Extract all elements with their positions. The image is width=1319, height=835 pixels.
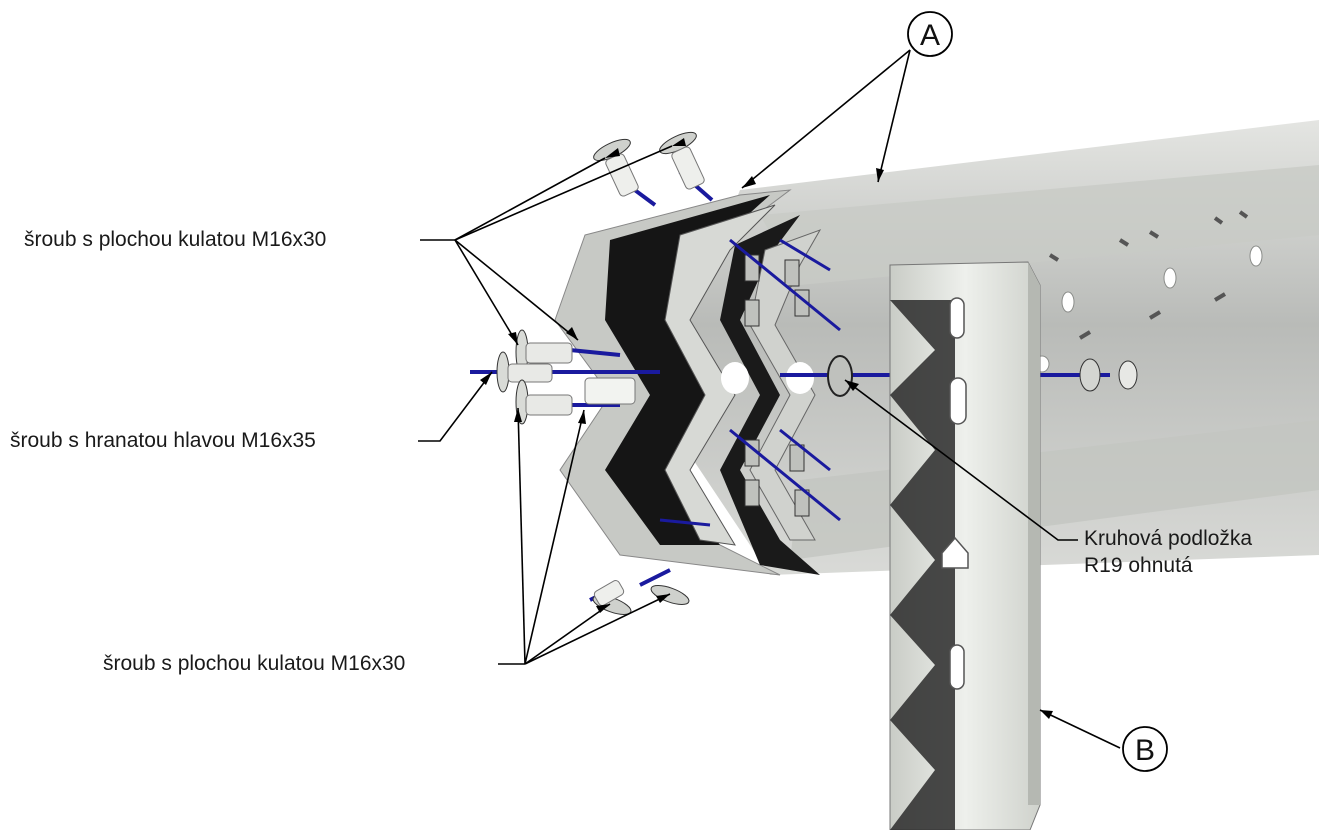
post xyxy=(889,261,1041,831)
splice-hole-2 xyxy=(786,362,814,394)
curved-washer xyxy=(827,355,853,397)
profile-middle xyxy=(664,204,776,546)
callout-b: B xyxy=(1122,726,1168,772)
beam-upper-ridge xyxy=(760,165,1319,285)
callout-a: A xyxy=(907,11,953,57)
leader-lines xyxy=(418,49,1121,749)
leader-arrowheads xyxy=(480,138,1053,719)
callout-b-text: B xyxy=(1135,734,1155,767)
post-flange xyxy=(1028,262,1040,805)
rear-nut xyxy=(1079,358,1138,392)
bolts-bottom-group xyxy=(592,580,690,615)
post-shadow xyxy=(890,300,955,830)
callout-a-text: A xyxy=(920,19,940,52)
bolts-top-group xyxy=(593,131,705,197)
label-bolt-bottom: šroub s plochou kulatou M16x30 xyxy=(103,652,406,675)
beam-slots xyxy=(1048,210,1249,340)
post-holes xyxy=(941,297,969,690)
nut-axes xyxy=(659,238,841,527)
label-bolt-top: šroub s plochou kulatou M16x30 xyxy=(24,228,327,251)
bolts-middle-group xyxy=(496,329,636,425)
label-washer-line1: Kruhová podložka xyxy=(1084,527,1253,550)
label-washer-line2: R19 ohnutá xyxy=(1084,554,1193,577)
splice-hole-1 xyxy=(721,362,749,394)
profile-dark-edge xyxy=(605,195,770,545)
label-bolt-middle: šroub s hranatou hlavou M16x35 xyxy=(10,429,316,452)
